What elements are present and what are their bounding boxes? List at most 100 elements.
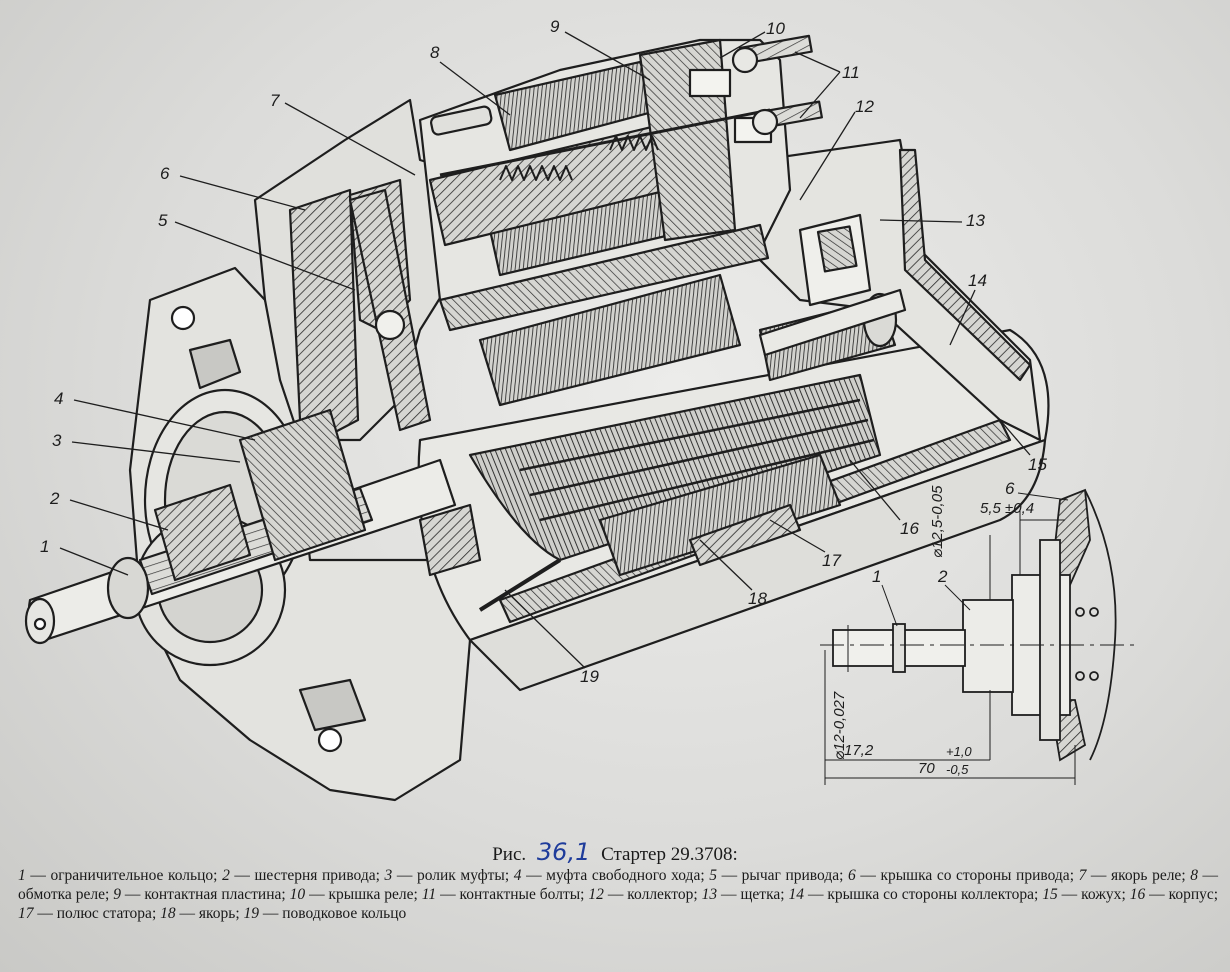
flange-hole-lower bbox=[317, 727, 343, 753]
legend-item-text: шестерня привода bbox=[254, 867, 376, 884]
pinion-gear bbox=[153, 483, 252, 582]
legend-item-text: контактные болты bbox=[459, 886, 581, 903]
legend-item: 12 — коллектор bbox=[588, 886, 694, 903]
legend-item-text: рычаг привода bbox=[741, 867, 840, 884]
legend-item-text: ограничительное кольцо bbox=[50, 867, 214, 884]
callout-7: 7 bbox=[270, 91, 280, 110]
legend-item-number: 11 bbox=[421, 886, 437, 903]
legend-item-number: 13 bbox=[701, 886, 718, 903]
stator-lower-band bbox=[688, 503, 802, 567]
callout-17: 17 bbox=[822, 551, 841, 570]
starter-body bbox=[24, 34, 1050, 802]
callout-14: 14 bbox=[968, 271, 987, 290]
legend-item-number: 7 bbox=[1078, 867, 1087, 884]
callout-19: 19 bbox=[580, 667, 599, 686]
legend-item: 14 — крышка со стороны коллектора bbox=[788, 886, 1034, 903]
armature-winding-bands bbox=[519, 398, 875, 522]
legend-item-number: 18 bbox=[160, 905, 176, 922]
legend-item-number: 2 bbox=[222, 867, 230, 884]
legend-item: 18 — якорь bbox=[160, 905, 236, 922]
legend-item: 6 — крышка со стороны привода bbox=[848, 867, 1070, 884]
legend-item-text: контактная пластина bbox=[144, 886, 282, 903]
stator-pole-upper bbox=[478, 273, 742, 407]
legend-item-text: корпус bbox=[1168, 886, 1214, 903]
detail-label-ring: 1 bbox=[872, 567, 882, 586]
legend-item-number: 15 bbox=[1042, 886, 1058, 903]
legend-item-text: полюс статора bbox=[56, 905, 152, 922]
figure-title: Стартер 29.3708: bbox=[601, 844, 738, 865]
legend-item-number: 17 bbox=[18, 905, 34, 922]
legend-item-number: 9 bbox=[113, 886, 121, 903]
legend-item-number: 1 bbox=[18, 867, 26, 884]
legend-item-text: поводковое кольцо bbox=[282, 905, 407, 922]
dim-length-b-tol-upper: +1,0 bbox=[946, 744, 972, 759]
detail-drawing bbox=[820, 488, 1135, 785]
detail-ring bbox=[892, 623, 906, 673]
legend-item: 19 — поводковое кольцо bbox=[243, 905, 407, 922]
callout-9: 9 bbox=[550, 17, 560, 36]
detail-label-cover: 6 bbox=[1005, 479, 1015, 498]
dim-gear-diameter: ⌀12,5-0,05 bbox=[929, 485, 946, 558]
callout-18: 18 bbox=[748, 589, 767, 608]
dim-length-b: 70 bbox=[918, 760, 935, 777]
contact-bolts bbox=[731, 34, 823, 136]
legend-item-text: крышка реле bbox=[328, 886, 414, 903]
legend-item: 15 — кожух bbox=[1042, 886, 1122, 903]
flange-rib bbox=[188, 338, 242, 390]
figure-legend: 1 — ограничительное кольцо; 2 — шестерня… bbox=[18, 867, 1219, 922]
callout-2: 2 bbox=[50, 489, 60, 508]
detail-cover-outline bbox=[1084, 489, 1117, 761]
legend-item-number: 6 bbox=[848, 867, 856, 884]
legend-item-text: крышка со стороны коллектора bbox=[827, 886, 1034, 903]
legend-item-text: муфта свободного хода bbox=[546, 867, 701, 884]
legend-item-text: обмотка реле bbox=[18, 886, 105, 903]
callout-3: 3 bbox=[52, 431, 62, 450]
stator-pole-lower bbox=[598, 453, 842, 577]
legend-item-number: 12 bbox=[588, 886, 604, 903]
legend-item-text: кожух bbox=[1081, 886, 1122, 903]
legend-item-text: якорь реле bbox=[1111, 867, 1182, 884]
legend-item: 2 — шестерня привода bbox=[222, 867, 376, 884]
legend-item: 9 — контактная пластина bbox=[113, 886, 282, 903]
overrunning-clutch bbox=[238, 408, 367, 562]
legend-item-number: 4 bbox=[513, 867, 522, 884]
legend-item-text: ролик муфты bbox=[416, 867, 505, 884]
field-winding-upper bbox=[438, 223, 770, 332]
figure-prefix: Рис. bbox=[492, 844, 527, 865]
legend-item: 7 — якорь реле bbox=[1078, 867, 1182, 884]
dim-length-a: 17,2 bbox=[844, 742, 874, 759]
callout-10: 10 bbox=[766, 19, 785, 38]
callout-12: 12 bbox=[855, 97, 874, 116]
legend-item-number: 14 bbox=[788, 886, 805, 903]
legend-item-text: щетка bbox=[740, 886, 781, 903]
callout-13: 13 bbox=[966, 211, 985, 230]
legend-item: 11 — контактные болты bbox=[421, 886, 581, 903]
legend-item-number: 19 bbox=[243, 905, 260, 922]
callout-16: 16 bbox=[900, 519, 919, 538]
limit-ring bbox=[106, 556, 150, 620]
legend-item: 3 — ролик муфты bbox=[384, 867, 505, 884]
legend-item-number: 10 bbox=[289, 886, 306, 903]
contact-plate bbox=[688, 68, 732, 98]
callout-5: 5 bbox=[158, 211, 168, 230]
legend-item-text: якорь bbox=[198, 905, 236, 922]
legend-item-number: 16 bbox=[1129, 886, 1146, 903]
commutator-end-section bbox=[898, 148, 1032, 382]
starter-cutaway-drawing bbox=[24, 31, 1135, 802]
legend-item-number: 5 bbox=[709, 867, 717, 884]
legend-item: 1 — ограничительное кольцо bbox=[18, 867, 214, 884]
leader-lines bbox=[59, 31, 1031, 669]
legend-item: 10 — крышка реле bbox=[289, 886, 414, 903]
legend-item: 5 — рычаг привода bbox=[709, 867, 840, 884]
bearing-sleeve bbox=[758, 288, 907, 357]
callout-6: 6 bbox=[160, 164, 170, 183]
legend-item: 4 — муфта свободного хода bbox=[513, 867, 701, 884]
relay-spring-2 bbox=[609, 135, 659, 151]
legend-item-text: коллектор bbox=[627, 886, 694, 903]
dim-length-b-tol-lower: -0,5 bbox=[946, 762, 969, 777]
stator-housing-lower bbox=[468, 438, 1047, 692]
legend-item: 17 — полюс статора bbox=[18, 905, 152, 922]
legend-item: 16 — корпус bbox=[1129, 886, 1214, 903]
brush bbox=[816, 225, 858, 273]
detail-label-gear: 2 bbox=[938, 567, 948, 586]
